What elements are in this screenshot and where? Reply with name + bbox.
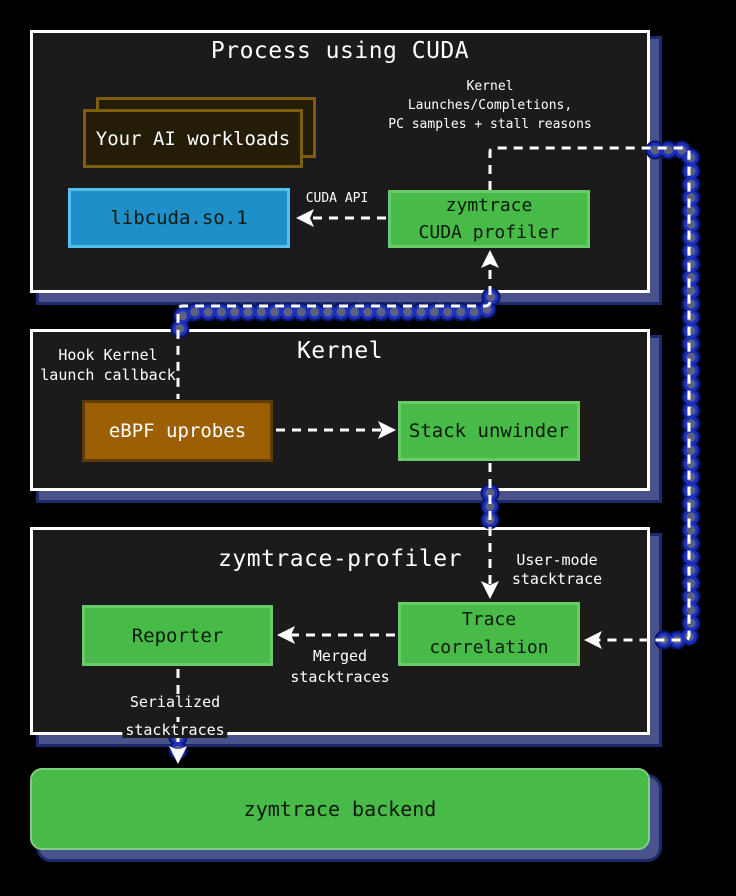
ai-workloads-label: Your AI workloads bbox=[95, 127, 291, 150]
reporter-node: Reporter bbox=[82, 605, 273, 666]
cuda-profiler-node: zymtrace CUDA profiler bbox=[388, 190, 590, 248]
ai-workloads-node: Your AI workloads bbox=[83, 109, 303, 168]
panel-process-title: Process using CUDA bbox=[210, 38, 470, 64]
zymtrace-backend-node: zymtrace backend bbox=[30, 768, 650, 850]
user-mode-line2: stacktrace bbox=[511, 570, 603, 588]
libcuda-node: libcuda.so.1 bbox=[68, 188, 290, 248]
cuda-profiler-label-line2: CUDA profiler bbox=[418, 222, 560, 243]
kernel-launches-line3: PC samples + stall reasons bbox=[388, 117, 592, 132]
hook-callback-line1: Hook Kernel bbox=[58, 346, 158, 364]
stack-unwinder-label: Stack unwinder bbox=[408, 420, 570, 442]
kernel-launches-line1: Kernel bbox=[466, 79, 514, 94]
ebpf-uprobes-node: eBPF uprobes bbox=[82, 400, 273, 462]
cuda-api-annotation: CUDA API bbox=[305, 191, 369, 206]
merged-stacktraces-annotation: Merged stacktraces bbox=[270, 646, 410, 688]
libcuda-label: libcuda.so.1 bbox=[110, 207, 248, 229]
merged-line1: Merged bbox=[312, 647, 368, 665]
user-mode-line1: User-mode bbox=[516, 551, 598, 569]
user-mode-stacktrace-annotation: User-mode stacktrace bbox=[492, 551, 622, 589]
ebpf-uprobes-label: eBPF uprobes bbox=[108, 420, 247, 442]
cuda-profiler-label-line1: zymtrace bbox=[445, 195, 533, 216]
kernel-launches-annotation: Kernel Launches/Completions, PC samples … bbox=[372, 77, 608, 134]
serialized-stacktraces-line2: stacktraces bbox=[122, 722, 228, 738]
beaded-path-right-route bbox=[645, 140, 701, 650]
arrowhead-backend bbox=[169, 746, 187, 764]
zymtrace-backend-label: zymtrace backend bbox=[243, 797, 437, 821]
hook-callback-annotation: Hook Kernel launch callback bbox=[28, 345, 188, 385]
merged-line2: stacktraces bbox=[290, 668, 390, 686]
serialized-stacktraces-line1: Serialized bbox=[126, 694, 224, 710]
trace-correlation-label-line2: correlation bbox=[429, 637, 549, 658]
panel-profiler-title: zymtrace-profiler bbox=[218, 546, 462, 572]
stack-unwinder-node: Stack unwinder bbox=[398, 401, 580, 461]
kernel-launches-line2: Launches/Completions, bbox=[407, 98, 573, 113]
reporter-label: Reporter bbox=[131, 624, 224, 647]
beaded-path-process-to-kernel bbox=[170, 287, 501, 340]
trace-correlation-label-line1: Trace bbox=[461, 609, 517, 630]
trace-correlation-node: Trace correlation bbox=[398, 602, 580, 666]
hook-callback-line2: launch callback bbox=[40, 366, 176, 384]
